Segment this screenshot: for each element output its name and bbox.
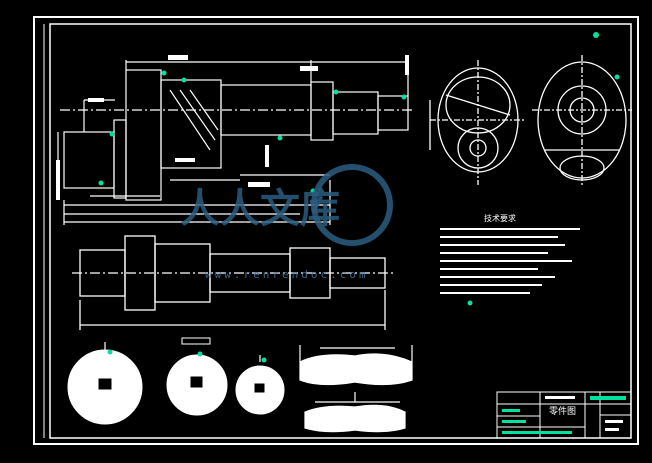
section-markers (107, 349, 267, 363)
main-dim-labels (56, 55, 409, 200)
detail-profile-views (299, 345, 413, 433)
roughness-markers (98, 32, 620, 194)
title-block-content: 零件图 (502, 396, 626, 434)
watermark-brand: 人人文库 (180, 186, 340, 232)
watermark: 人人文库 www.renrendoc.com (180, 164, 393, 281)
sheet-outer-frame (33, 16, 639, 445)
watermark-url: www.renrendoc.com (205, 268, 369, 281)
notes-title: 技术要求 (484, 213, 516, 223)
sheet-inner-frame (49, 23, 632, 439)
cross-sections (67, 337, 285, 425)
cam-view-left (429, 60, 525, 185)
cam-view-right (532, 55, 632, 185)
main-shaft-view (57, 60, 415, 225)
title-block (496, 391, 632, 439)
secondary-shaft-view (72, 235, 395, 330)
technical-notes: 技术要求 (440, 213, 580, 306)
title-block-drawing-title: 零件图 (549, 405, 576, 417)
